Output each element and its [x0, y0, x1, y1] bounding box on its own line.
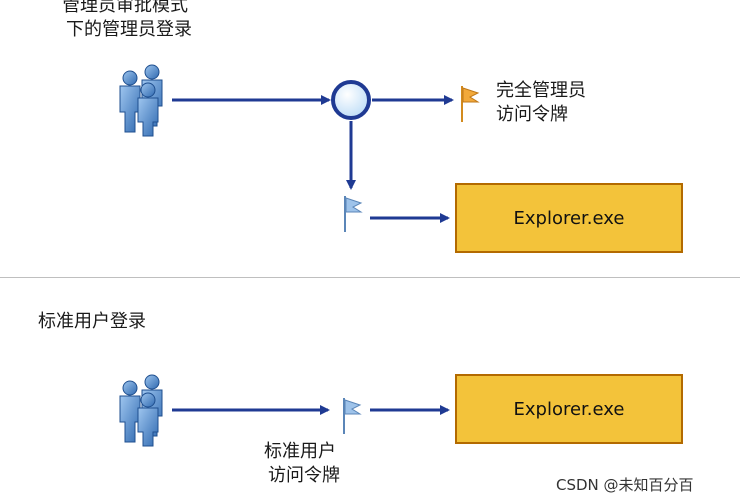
full-token-label-line1: 完全管理员: [496, 80, 586, 101]
split-node-icon: [331, 80, 371, 120]
bottom-section-title: 标准用户登录: [38, 311, 146, 332]
standard-token-flag-icon: [343, 398, 362, 434]
top-section-title-line2: 下的管理员登录: [66, 19, 192, 40]
full-token-flag-icon: [461, 86, 480, 122]
users-group-icon: [119, 374, 163, 447]
watermark-text: CSDN @未知百分百: [556, 476, 694, 494]
top-section-title-line1: 管理员审批模式: [62, 0, 188, 16]
explorer-process-box-bottom: Explorer.exe: [455, 374, 683, 444]
users-group-icon: [119, 64, 163, 137]
full-token-label-line2: 访问令牌: [496, 104, 568, 125]
standard-token-label-line1: 标准用户: [264, 441, 336, 462]
explorer-process-box-top: Explorer.exe: [455, 183, 683, 253]
section-divider: [0, 277, 740, 278]
standard-token-label-line2: 访问令牌: [268, 465, 340, 486]
filtered-token-flag-icon: [344, 196, 363, 232]
